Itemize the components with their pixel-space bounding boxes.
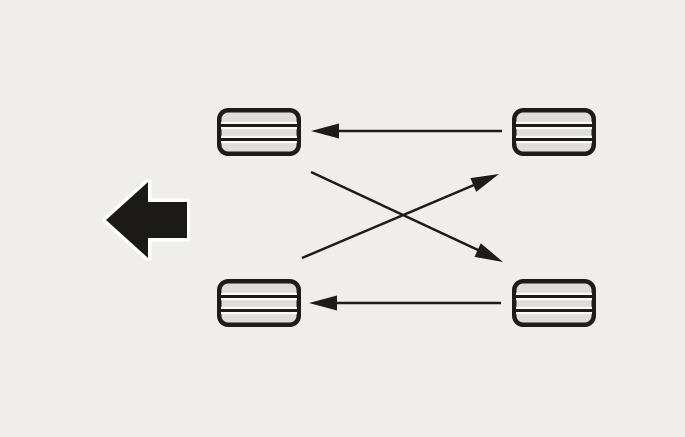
tire-tread-line	[516, 124, 592, 127]
tire-body	[217, 108, 301, 156]
arrowhead-left-icon	[309, 295, 337, 311]
direction-arrow-shape	[102, 178, 191, 262]
tire-tread-line	[221, 309, 297, 312]
rotation-arrow-front-right-to-front-left	[311, 123, 502, 139]
arrow-shaft	[301, 183, 475, 260]
arrow-left-icon	[102, 178, 191, 262]
rotation-arrow-rear-left-to-front-right	[301, 174, 499, 260]
tire-tread-line	[516, 295, 592, 298]
arrowhead-up-right-icon	[470, 174, 499, 192]
tire-rear-left-icon	[217, 279, 301, 327]
tire-tread-line	[221, 124, 297, 127]
tire-body	[512, 108, 596, 156]
tire-front-left-icon	[217, 108, 301, 156]
tire-tread-line	[516, 309, 592, 312]
arrowhead-left-icon	[311, 123, 339, 139]
tire-front-right-icon	[512, 108, 596, 156]
arrowhead-down-right-icon	[474, 243, 503, 262]
tire-tread-line	[221, 138, 297, 141]
rotation-arrow-front-left-to-rear-right	[310, 170, 503, 262]
tire-rear-right-icon	[512, 279, 596, 327]
rotation-arrow-rear-right-to-rear-left	[309, 295, 501, 311]
tire-body	[217, 279, 301, 327]
tire-tread-line	[221, 295, 297, 298]
arrow-shaft	[310, 170, 479, 252]
tire-tread-line	[516, 138, 592, 141]
tire-body	[512, 279, 596, 327]
